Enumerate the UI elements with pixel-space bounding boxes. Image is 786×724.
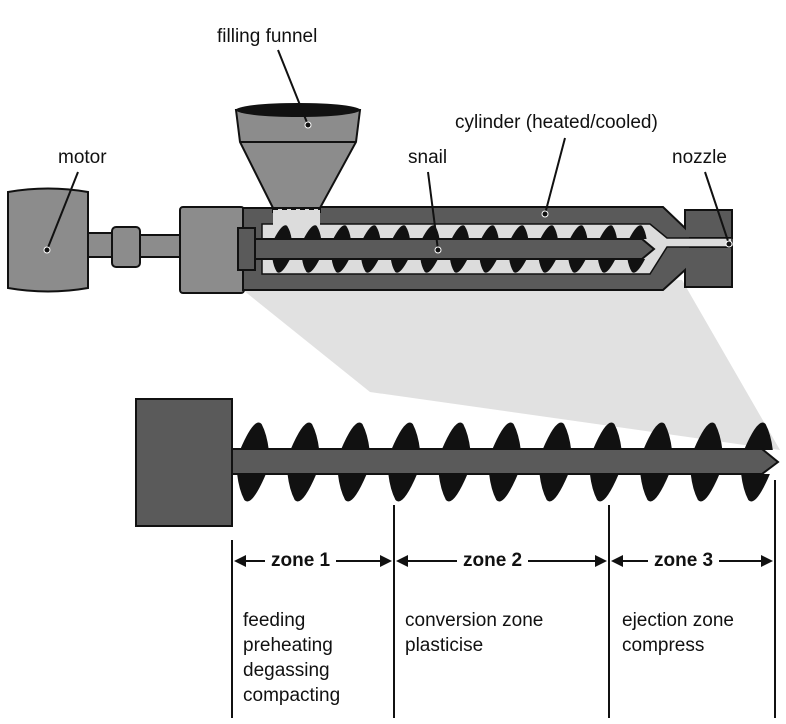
top-flight-lower (302, 259, 320, 273)
big-flight-lower (337, 474, 367, 502)
big-screw-shaft (231, 448, 780, 475)
zone-1-label: zone 1 (265, 550, 337, 572)
top-flight-lower (538, 259, 557, 273)
big-flight-lower (489, 474, 518, 502)
funnel-body (234, 109, 362, 209)
top-flight-lower (390, 259, 409, 273)
zone-2-label: zone 2 (457, 550, 529, 572)
pointer-dot-funnel (304, 121, 312, 129)
zone-1-line: feeding (243, 610, 306, 631)
label-nozzle: nozzle (672, 147, 727, 168)
zone-1-line: compacting (243, 685, 341, 706)
big-flight-lower (589, 474, 619, 502)
funnel-top (236, 103, 360, 117)
top-flight-lower (627, 259, 646, 273)
big-screw-flights (237, 422, 773, 502)
big-flight-lower (237, 474, 266, 502)
zone-2-line: conversion zone (405, 610, 544, 631)
zone-1-line: preheating (243, 635, 333, 656)
drive-shaft (139, 234, 183, 258)
label-filling-funnel: filling funnel (217, 26, 318, 47)
big-flight-lower (640, 474, 670, 502)
top-flight-upper (362, 225, 381, 239)
pointer-nozzle (704, 171, 730, 245)
big-flight-upper (744, 422, 773, 450)
top-flight-lower (331, 259, 350, 273)
big-flight-upper (290, 422, 320, 450)
top-flight-upper (451, 225, 470, 239)
zone-2-line: plasticise (405, 635, 484, 656)
top-flight-upper (392, 225, 410, 239)
top-flight-upper (510, 225, 529, 239)
zone-1-line: degassing (243, 660, 330, 681)
top-flight-upper (481, 225, 499, 239)
zone-2-description: conversion zone plasticise (405, 608, 543, 658)
pointer-filling-funnel (277, 49, 309, 126)
top-flight-upper (274, 225, 292, 239)
big-flight-upper (542, 422, 572, 450)
motor-body (7, 187, 89, 293)
big-flight-lower (287, 474, 317, 502)
top-flight-lower (568, 259, 586, 273)
label-cylinder: cylinder (heated/cooled) (455, 112, 658, 133)
big-flight-upper (492, 422, 521, 450)
pointer-snail (427, 171, 439, 251)
pointer-dot-snail (434, 246, 442, 254)
top-flight-upper (629, 225, 647, 239)
top-flight-lower (272, 259, 291, 273)
big-flight-upper (693, 422, 723, 450)
pointer-dot-cylinder (541, 210, 549, 218)
top-flight-upper (540, 225, 558, 239)
zone-3-description: ejection zone compress (622, 608, 734, 658)
big-flight-lower (741, 474, 770, 502)
zone-3-label: zone 3 (648, 550, 720, 572)
top-screw-flights (272, 225, 647, 273)
big-flight-lower (388, 474, 418, 502)
pointer-cylinder (544, 137, 566, 215)
big-flight-upper (643, 422, 672, 450)
top-screw-head (237, 227, 256, 271)
label-motor: motor (58, 147, 107, 168)
magnification-cone (243, 280, 780, 450)
big-flight-upper (592, 422, 622, 450)
big-flight-upper (340, 422, 370, 450)
top-flight-lower (509, 259, 527, 273)
top-flight-lower (361, 259, 379, 273)
zone-3-line: compress (622, 635, 705, 656)
drive-housing (179, 206, 245, 294)
top-screw-shaft (251, 238, 656, 260)
zone-3-line: ejection zone (622, 610, 734, 631)
top-flight-upper (303, 225, 322, 239)
zone-1-description: feeding preheating degassing compacting (243, 608, 340, 708)
pointer-dot-motor (43, 246, 51, 254)
big-screw-head (135, 398, 233, 527)
top-flight-upper (333, 225, 351, 239)
label-snail: snail (408, 147, 448, 168)
top-flight-lower (479, 259, 498, 273)
top-flight-lower (449, 259, 468, 273)
big-flight-upper (441, 422, 471, 450)
big-flight-lower (438, 474, 468, 502)
big-flight-lower (690, 474, 720, 502)
motor-shaft (87, 232, 114, 258)
top-flight-lower (597, 259, 616, 273)
big-flight-upper (391, 422, 420, 450)
top-flight-lower (420, 259, 438, 273)
big-flight-lower (539, 474, 569, 502)
top-flight-upper (569, 225, 588, 239)
pointer-motor (46, 171, 79, 251)
pointer-dot-nozzle (725, 240, 733, 248)
top-flight-upper (599, 225, 618, 239)
coupling (111, 226, 141, 268)
big-flight-upper (240, 422, 269, 450)
